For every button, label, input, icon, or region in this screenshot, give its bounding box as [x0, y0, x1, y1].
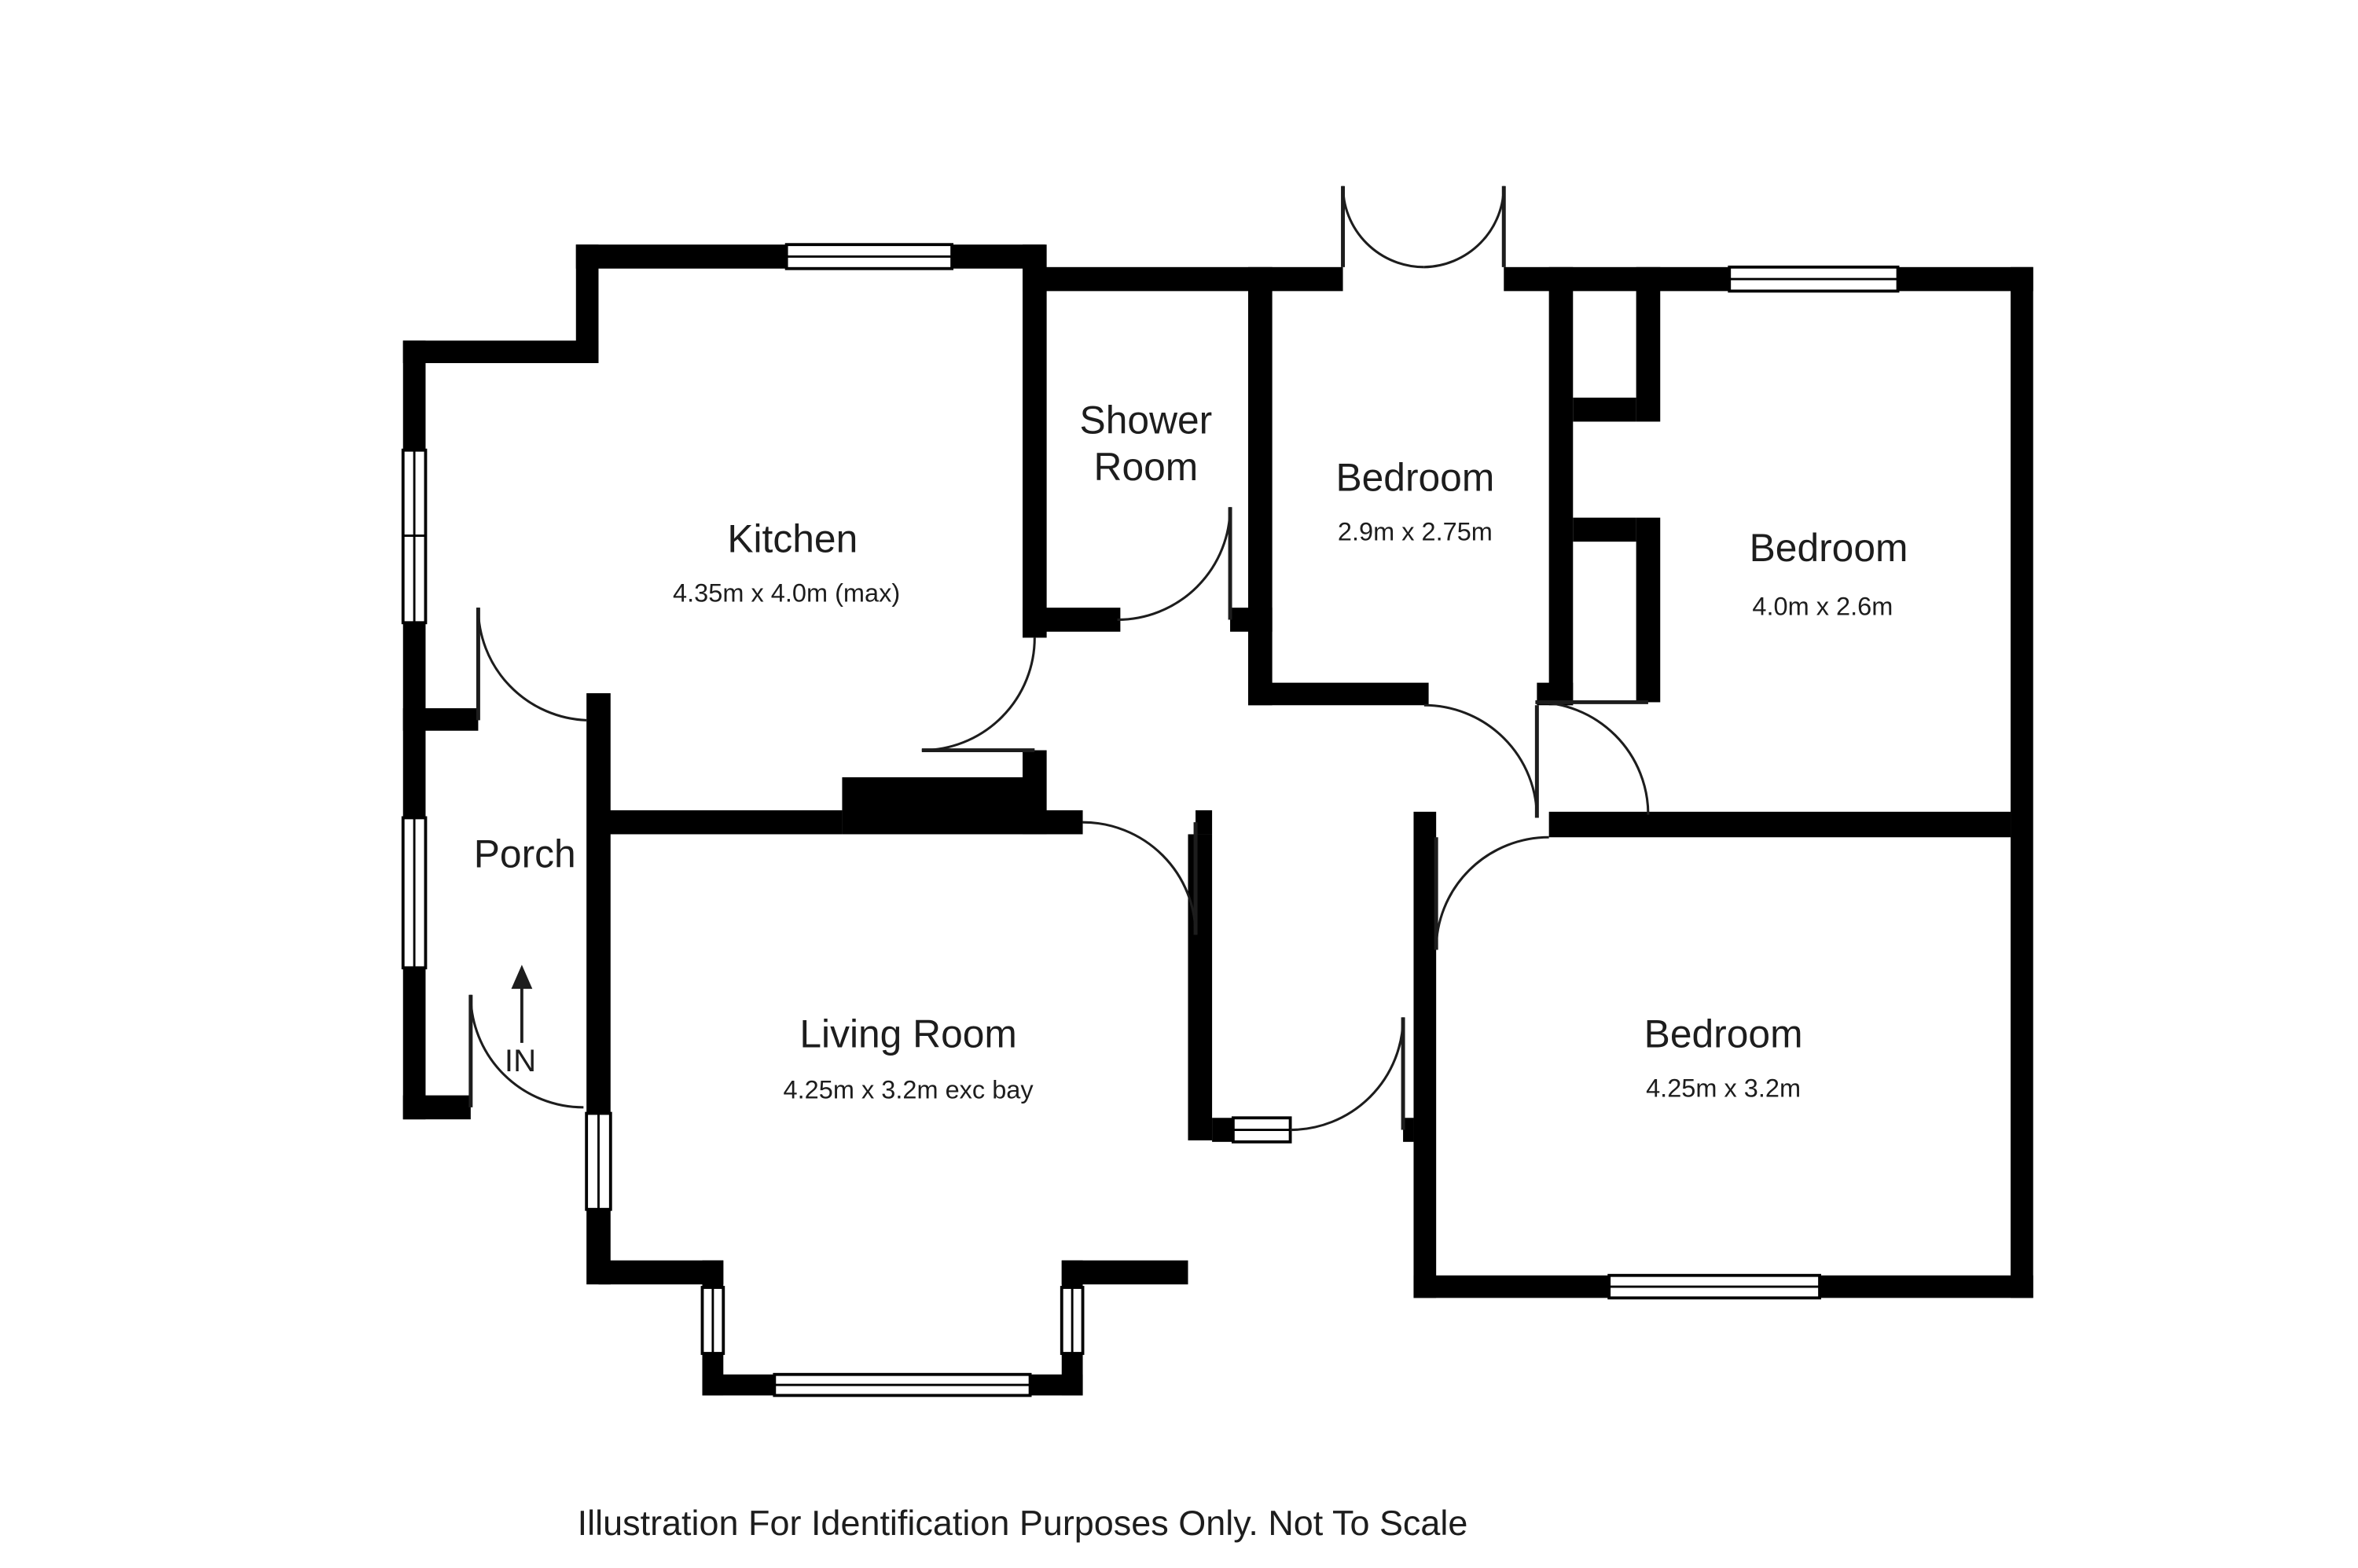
wall-segment	[2011, 266, 2033, 1298]
bedroom-middle-door	[1423, 703, 1539, 818]
wall-segment	[1504, 266, 1730, 292]
bedroom-top-right-door	[1535, 700, 1650, 815]
wall-segment	[1248, 682, 1429, 706]
wall-segment	[1548, 266, 1574, 706]
left-bay-window	[401, 448, 428, 625]
doors	[468, 185, 1650, 1132]
hall-back-window	[1231, 1116, 1292, 1144]
living-room-door	[1082, 821, 1198, 935]
bay-front-window	[773, 1372, 1032, 1397]
wall-segment	[1045, 266, 1343, 292]
bedroom-middle-label: Bedroom	[1335, 455, 1494, 499]
wall-segment	[1636, 266, 1661, 422]
bay-left-window	[700, 1286, 725, 1355]
disclaimer-text: Illustration For Identification Purposes…	[578, 1503, 1468, 1543]
bedroom-bottom-right-door	[1434, 835, 1549, 950]
living-room-label: Living Room	[799, 1012, 1016, 1056]
french-doors	[1341, 185, 1506, 269]
wall-segment	[1248, 266, 1273, 706]
wall-segment	[1413, 811, 1437, 1298]
wall-segment	[1188, 834, 1213, 1140]
walls	[402, 244, 2033, 1396]
shower-room-door	[1117, 507, 1232, 621]
wall-segment	[402, 1095, 471, 1120]
entrance-label: IN	[505, 1043, 536, 1078]
wall-segment	[1548, 811, 2011, 838]
kitchen-window	[784, 243, 954, 270]
bedroom-bottom-right-window	[1607, 1273, 1821, 1300]
living-room-side-window	[585, 1111, 612, 1211]
wall-segment	[1413, 1275, 1610, 1298]
wall-segment	[402, 340, 599, 363]
entrance-arrow-head	[511, 964, 533, 990]
bedroom-bottom-right-label: Bedroom	[1644, 1012, 1803, 1056]
wall-segment	[1023, 608, 1121, 632]
wall-segment	[1403, 1118, 1414, 1142]
porch-entry-door	[468, 994, 584, 1109]
bedroom-top-right-window	[1728, 265, 1900, 293]
wall-segment	[1820, 1275, 2033, 1298]
porch-label: Porch	[474, 832, 576, 876]
living-room-dims: 4.25m x 3.2m exc bay	[784, 1075, 1034, 1103]
entrance-marker	[511, 964, 533, 1043]
porch-kitchen-door	[476, 608, 587, 722]
shower-room-label-line1: Shower	[1080, 398, 1213, 442]
wall-segment	[1023, 750, 1047, 835]
kitchen-hall-door	[921, 637, 1036, 753]
shower-room-label-line2: Room	[1094, 445, 1199, 489]
wall-segment	[1212, 1118, 1233, 1142]
kitchen-dims: 4.35m x 4.0m (max)	[673, 579, 900, 608]
porch-window	[401, 816, 428, 970]
wall-segment	[1573, 397, 1636, 422]
wall-segment	[1196, 810, 1213, 835]
labels: Kitchen 4.35m x 4.0m (max) Shower Room B…	[474, 398, 1908, 1543]
wall-segment	[598, 810, 843, 835]
bedroom-top-right-label: Bedroom	[1750, 526, 1908, 570]
bedroom-bottom-right-dims: 4.25m x 3.2m	[1646, 1074, 1801, 1103]
kitchen-label: Kitchen	[727, 517, 858, 561]
bay-right-window	[1060, 1286, 1085, 1355]
wall-segment	[1023, 268, 1047, 638]
wall-segment	[1636, 517, 1661, 703]
wall-segment	[402, 708, 479, 731]
wall-segment	[842, 777, 1038, 835]
windows	[401, 243, 1900, 1397]
bedroom-middle-dims: 2.9m x 2.75m	[1338, 517, 1493, 545]
hall-back-door	[1290, 1017, 1405, 1132]
wall-segment	[1573, 517, 1636, 542]
wall-segment	[575, 244, 787, 269]
bedroom-top-right-dims: 4.0m x 2.6m	[1752, 593, 1893, 621]
